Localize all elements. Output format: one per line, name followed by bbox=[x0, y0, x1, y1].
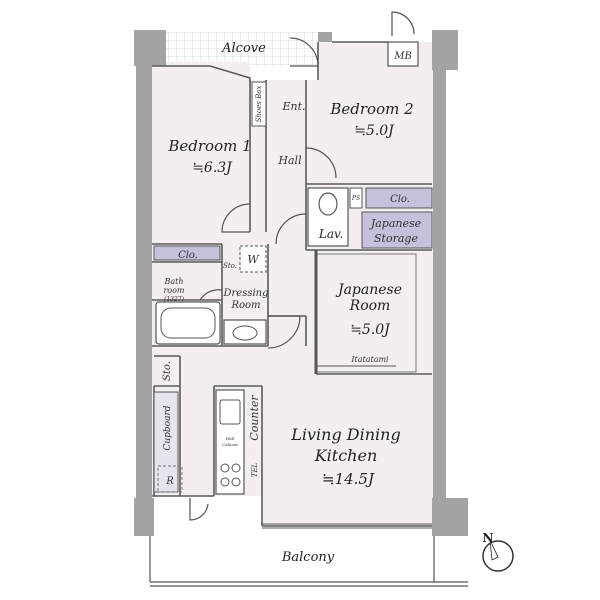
refrigerator-label: R bbox=[165, 476, 174, 487]
ldk-size: ≒14.5J bbox=[322, 470, 375, 488]
compass-icon bbox=[482, 539, 514, 572]
storage-small-label: Sto. bbox=[223, 262, 237, 270]
kitchen-sink bbox=[219, 399, 241, 425]
balcony-window bbox=[262, 523, 432, 529]
stove-burner bbox=[220, 463, 230, 473]
japanese-room-line1: Japanese bbox=[335, 282, 402, 298]
interior-walls bbox=[152, 41, 432, 527]
bath-line1: Bath bbox=[163, 277, 183, 286]
balcony-label: Balcony bbox=[281, 550, 335, 565]
lav-label: Lav. bbox=[318, 227, 343, 241]
shoes-box bbox=[251, 81, 267, 127]
counter-label: Counter bbox=[248, 395, 261, 441]
dressing-line1: Dressing bbox=[222, 288, 268, 299]
washer-label: W bbox=[247, 253, 260, 266]
dressing-line2: Room bbox=[230, 300, 260, 311]
mb-box bbox=[387, 41, 419, 67]
refrigerator-space bbox=[157, 465, 183, 493]
tel-label: TEL bbox=[251, 462, 259, 477]
closet-upper-label: Clo. bbox=[390, 194, 410, 205]
shoes-box-label: Shoes Box bbox=[255, 86, 263, 123]
ps-box bbox=[349, 187, 363, 209]
balcony bbox=[149, 536, 468, 587]
toilet-icon bbox=[318, 192, 338, 216]
ldk-line1: Living Dining bbox=[290, 425, 400, 444]
ent-label: Ent. bbox=[281, 100, 305, 113]
mb-door bbox=[391, 11, 415, 36]
bathtub-inner bbox=[160, 307, 216, 339]
alcove-label: Alcove bbox=[221, 41, 266, 56]
ps-label: PS bbox=[351, 195, 360, 202]
wall-cabinet-line2: Cabinet bbox=[222, 442, 238, 447]
storage-left-label: Sto. bbox=[162, 361, 173, 381]
bedroom2-size: ≒5.0J bbox=[354, 123, 395, 139]
japanese-room-size: ≒5.0J bbox=[350, 322, 391, 338]
lav-door bbox=[275, 213, 307, 245]
bedroom2-name: Bedroom 2 bbox=[329, 100, 413, 118]
japanese-room-line2: Room bbox=[349, 298, 391, 314]
cupboard-label: Cupboard bbox=[163, 405, 173, 450]
bath-door bbox=[199, 289, 223, 301]
hall-label: Hall bbox=[277, 154, 302, 167]
balcony-door bbox=[189, 498, 209, 521]
japanese-storage-line1: Japanese bbox=[369, 217, 422, 230]
stove-burner bbox=[231, 477, 241, 487]
washer-space bbox=[239, 245, 267, 273]
closet-left-label: Clo. bbox=[178, 250, 198, 261]
bedroom1-name: Bedroom 1 bbox=[167, 137, 251, 155]
bath-line3: (1327) bbox=[164, 296, 185, 303]
ldk-line2: Kitchen bbox=[314, 446, 378, 465]
outer-walls bbox=[134, 30, 468, 536]
alcove-door bbox=[289, 37, 319, 67]
mb-label: MB bbox=[393, 51, 412, 62]
japanese-storage-line2: Storage bbox=[374, 232, 418, 245]
bedroom1-door bbox=[221, 203, 251, 233]
stove-burner bbox=[231, 463, 241, 473]
sink-icon bbox=[232, 325, 258, 341]
bedroom1-size: ≒6.3J bbox=[192, 160, 233, 176]
wall-cabinet-line1: Wall bbox=[226, 436, 235, 441]
bath-line2: room bbox=[163, 286, 184, 295]
stove-burner bbox=[220, 477, 230, 487]
bedroom2-door bbox=[305, 147, 337, 179]
ldk-door bbox=[267, 315, 301, 349]
itatatami-label: Itatatami bbox=[350, 355, 389, 364]
north-label: N bbox=[483, 531, 494, 545]
